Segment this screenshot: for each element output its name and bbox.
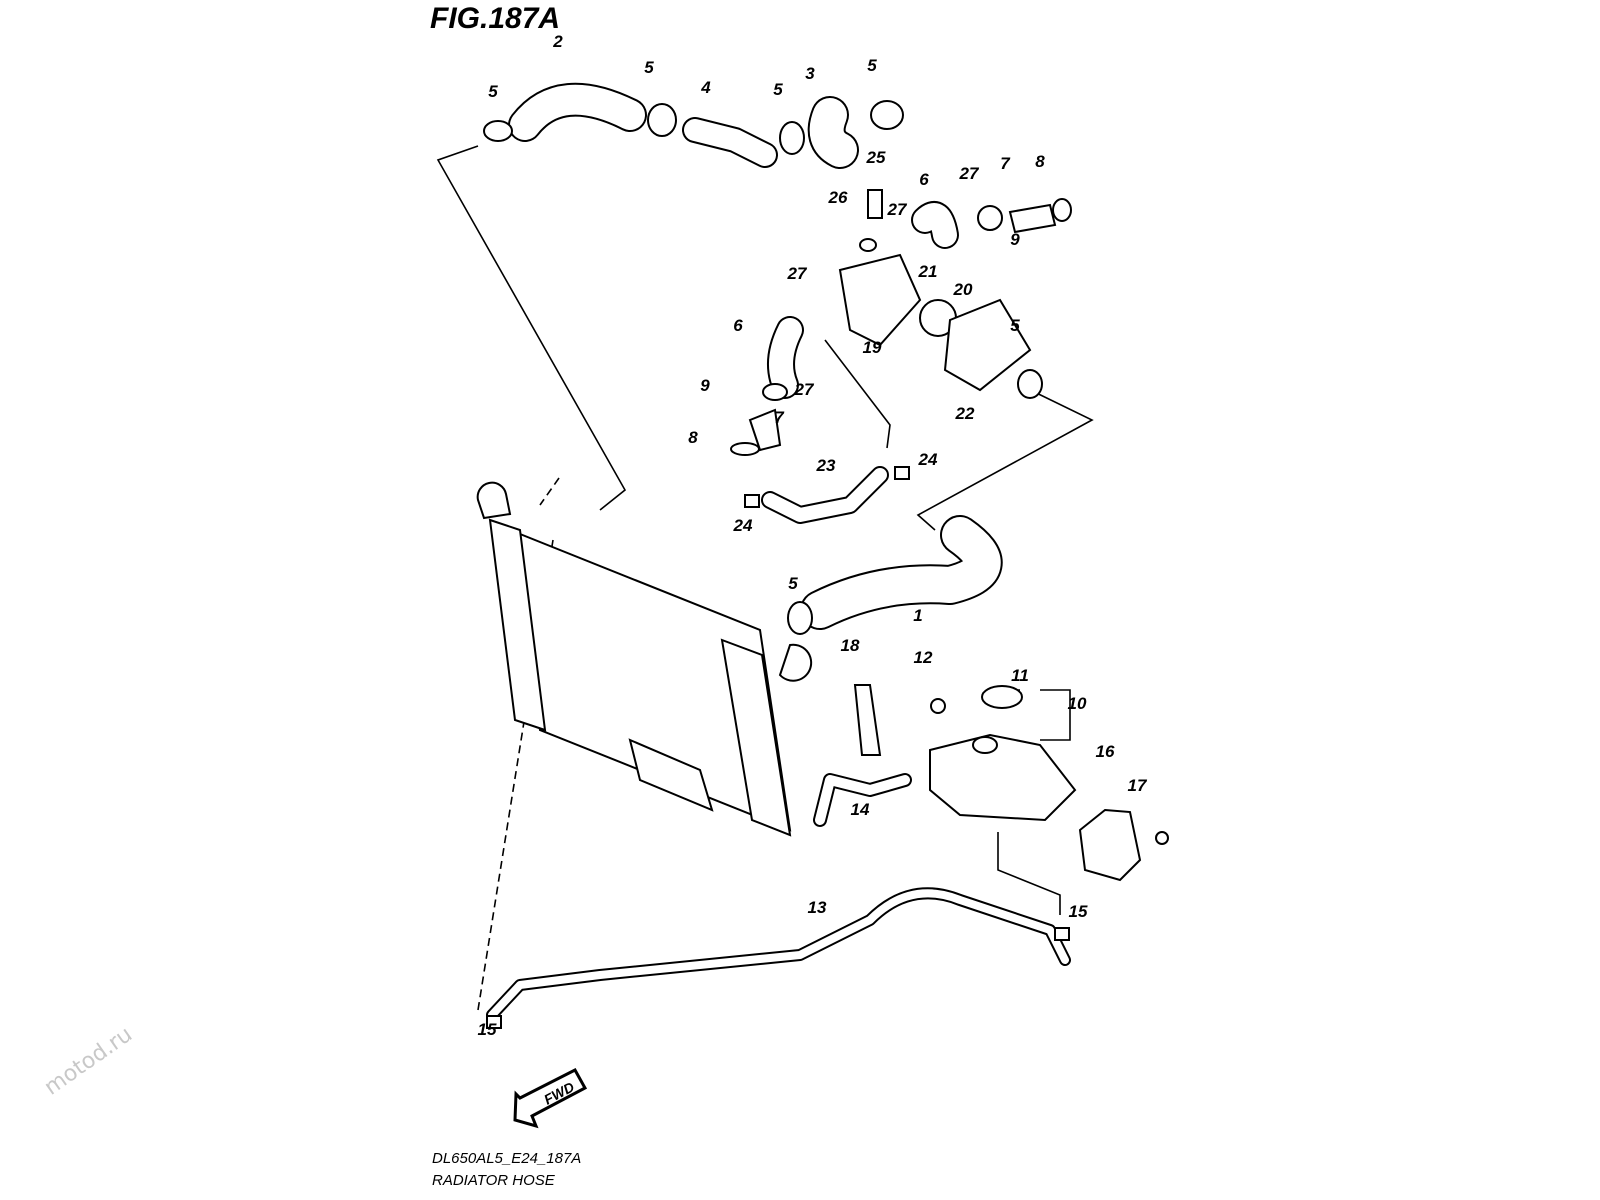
fittings xyxy=(483,100,1169,1029)
callout-1: 1 xyxy=(913,606,923,625)
callout-27: 27 xyxy=(787,264,807,283)
callout-5: 5 xyxy=(788,574,798,593)
callout-13: 13 xyxy=(807,898,827,917)
callout-24: 24 xyxy=(918,450,938,469)
callout-5: 5 xyxy=(867,56,877,75)
callout-11: 11 xyxy=(1011,666,1029,685)
callout-5: 5 xyxy=(488,82,498,101)
callout-27: 27 xyxy=(887,200,907,219)
callout-27: 27 xyxy=(959,164,979,183)
callout-22: 22 xyxy=(955,404,975,423)
callout-17: 17 xyxy=(1127,776,1147,795)
callout-27: 27 xyxy=(794,380,814,399)
callout-5: 5 xyxy=(644,58,654,77)
callout-8: 8 xyxy=(688,428,698,447)
callout-3: 3 xyxy=(805,64,815,83)
callout-16: 16 xyxy=(1095,742,1115,761)
callout-5: 5 xyxy=(1010,316,1020,335)
callout-7: 7 xyxy=(1000,154,1010,173)
callout-6: 6 xyxy=(919,170,929,189)
callout-25: 25 xyxy=(866,148,886,167)
callout-23: 23 xyxy=(816,456,836,475)
figure-title: FIG.187A xyxy=(430,2,561,35)
callout-12: 12 xyxy=(913,648,933,667)
callout-15: 15 xyxy=(477,1020,497,1039)
radiator xyxy=(476,481,813,837)
callout-21: 21 xyxy=(918,262,938,281)
callout-26: 26 xyxy=(828,188,848,207)
callout-8: 8 xyxy=(1035,152,1045,171)
hoses xyxy=(486,82,1071,1021)
callout-7: 7 xyxy=(774,408,784,427)
callout-10: 10 xyxy=(1067,694,1087,713)
callout-5: 5 xyxy=(773,80,783,99)
callout-9: 9 xyxy=(700,376,710,395)
callout-19: 19 xyxy=(862,338,882,357)
callout-18: 18 xyxy=(840,636,860,655)
fwd-arrow: FWD xyxy=(513,1068,588,1129)
callout-20: 20 xyxy=(953,280,973,299)
figure-code: DL650AL5_E24_187A xyxy=(432,1150,582,1167)
figure-name: RADIATOR HOSE xyxy=(432,1172,555,1189)
callout-14: 14 xyxy=(850,800,870,819)
callout-4: 4 xyxy=(701,78,711,97)
callout-9: 9 xyxy=(1010,230,1020,249)
callout-24: 24 xyxy=(733,516,753,535)
callout-2: 2 xyxy=(553,32,563,51)
callout-15: 15 xyxy=(1068,902,1088,921)
callout-6: 6 xyxy=(733,316,743,335)
